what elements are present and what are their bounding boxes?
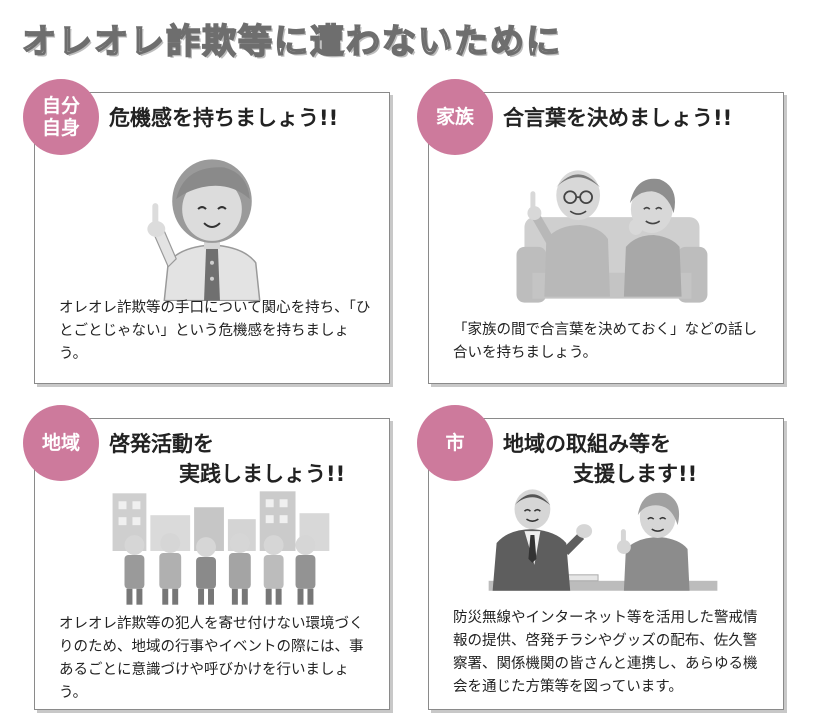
heading-city-line1: 地域の取組み等を	[503, 432, 671, 456]
heading-family-line1: 合言葉を決めましょう!!	[503, 106, 733, 130]
panel-city: 市 地域の取組み等を 支援します!! 防災無線やインターネット等を活用した警戒情…	[417, 405, 784, 710]
badge-area: 地域	[23, 405, 99, 481]
heading-city: 地域の取組み等を 支援します!!	[503, 429, 697, 489]
body-self: オレオレ詐欺等の手口について関心を持ち、「ひとごとじゃない」という危機感を持ちま…	[59, 300, 371, 362]
body-city: 防災無線やインターネット等を活用した警戒情報の提供、啓発チラシやグッズの配布、佐…	[453, 610, 758, 695]
community-group-icon	[112, 491, 330, 605]
panel-area: 地域 啓発活動を 実践しましょう!! オレオレ詐欺等の犯人を寄せ付けない環境づく…	[23, 405, 390, 710]
heading-area-line2: 実践しましょう!!	[179, 462, 346, 486]
couple-on-sofa-icon	[516, 170, 708, 303]
pointing-woman-icon	[147, 159, 261, 301]
body-family: 「家族の間で合言葉を決めておく」などの話し合いを持ちましょう。	[453, 322, 758, 361]
heading-self-line1: 危機感を持ちましょう!!	[109, 106, 339, 130]
page-title: オレオレ詐欺等に遭わないために	[21, 21, 562, 63]
heading-self: 危機感を持ちましょう!!	[109, 103, 338, 133]
badge-family: 家族	[417, 79, 493, 155]
heading-family: 合言葉を決めましょう!!	[503, 103, 732, 133]
consultation-icon	[488, 489, 718, 591]
heading-city-line2: 支援します!!	[573, 462, 698, 486]
body-area: オレオレ詐欺等の犯人を寄せ付けない環境づくりのため、地域の行事やイベントの際には…	[59, 616, 364, 701]
heading-area: 啓発活動を 実践しましょう!!	[109, 429, 345, 489]
panel-family: 家族 合言葉を決めましょう!! 「家族の間で合言葉を決めておく」などの話し合いを…	[417, 79, 784, 384]
badge-self: 自分 自身	[23, 79, 99, 155]
badge-city: 市	[417, 405, 493, 481]
heading-area-line1: 啓発活動を	[109, 432, 214, 456]
panel-self: 自分 自身 危機感を持ちましょう!! オレオレ詐欺等の手口について関心を持ち、「…	[23, 79, 390, 384]
